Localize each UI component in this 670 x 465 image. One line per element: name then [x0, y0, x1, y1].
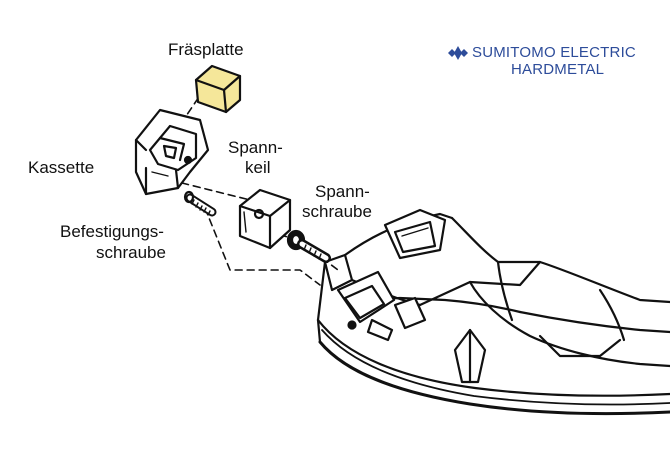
cassette	[134, 108, 210, 196]
brand: SUMITOMO ELECTRIC HARDMETAL	[448, 44, 636, 78]
insert-label: Fräsplatte	[168, 40, 244, 59]
clamp-wedge	[238, 188, 292, 250]
sumitomo-logo-icon	[448, 45, 468, 60]
fixing-screw-label-line2: schraube	[96, 243, 166, 262]
clamp-wedge-label-line1: Spann-	[228, 138, 283, 157]
fixing-screw-label-line1: Befestigungs-	[60, 222, 164, 241]
brand-line1: SUMITOMO ELECTRIC	[472, 44, 636, 61]
clamp-screw-label-line2: schraube	[302, 202, 372, 221]
cassette-label: Kassette	[28, 158, 95, 177]
clamp-screw	[286, 229, 331, 263]
brand-line2: HARDMETAL	[511, 61, 605, 78]
fixing-screw	[183, 190, 217, 217]
clamp-screw-label-line1: Spann-	[315, 182, 370, 201]
clamp-wedge-label-line2: keil	[245, 158, 271, 177]
cutter-body	[316, 208, 670, 416]
insert	[194, 64, 242, 114]
